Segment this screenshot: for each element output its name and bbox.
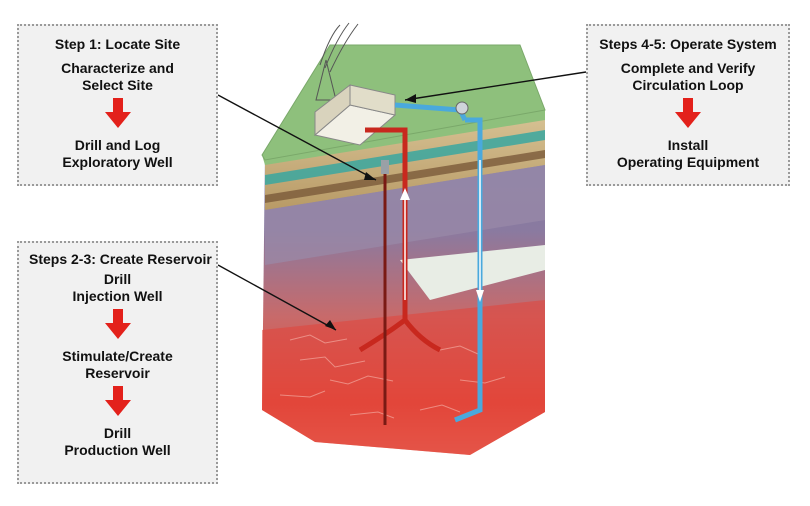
down-arrow-icon	[104, 98, 131, 128]
step23-title-rest: Create Reservoir	[95, 251, 212, 267]
step1-item-drill-log: Drill and Log Exploratory Well	[62, 137, 173, 170]
step23-box: Steps 2-3: Create Reservoir Drill Inject…	[17, 241, 218, 484]
step45-box: Steps 4-5: Operate System Complete and V…	[586, 24, 790, 186]
down-arrow-icon	[104, 309, 131, 339]
step1-title-strong: Step 1:	[54, 36, 102, 52]
step45-title-strong: Steps 4-5:	[599, 36, 667, 52]
step1-title: Step 1: Locate Site	[19, 36, 216, 52]
power-plant-building	[313, 83, 397, 146]
injection-arrow	[476, 160, 484, 302]
callout-arrowheads	[325, 94, 416, 330]
step45-item-install: Install Operating Equipment	[616, 137, 760, 170]
callout-lines	[217, 71, 587, 331]
step23-title: Steps 2-3: Create Reservoir	[19, 251, 216, 267]
step1-item-select-site: Characterize and Select Site	[61, 60, 174, 93]
pump-unit	[455, 101, 469, 115]
step45-title: Steps 4-5: Operate System	[588, 36, 788, 52]
step23-item-injection: Drill Injection Well	[72, 271, 163, 304]
step45-title-rest: Operate System	[666, 36, 777, 52]
exploratory-well	[381, 160, 389, 425]
step45-item-circulation: Complete and Verify Circulation Loop	[620, 60, 756, 93]
step23-item-production: Drill Production Well	[64, 425, 171, 458]
production-arrow	[400, 188, 410, 300]
down-arrow-icon	[675, 98, 701, 128]
step23-title-strong: Steps 2-3:	[29, 251, 96, 267]
subsurface-block	[262, 110, 545, 455]
down-arrow-icon	[104, 386, 131, 416]
step1-title-rest: Locate Site	[101, 36, 181, 52]
step1-box: Step 1: Locate Site Characterize and Sel…	[17, 24, 218, 186]
power-lines	[315, 22, 359, 101]
step23-item-stimulate: Stimulate/Create Reservoir	[62, 348, 173, 381]
